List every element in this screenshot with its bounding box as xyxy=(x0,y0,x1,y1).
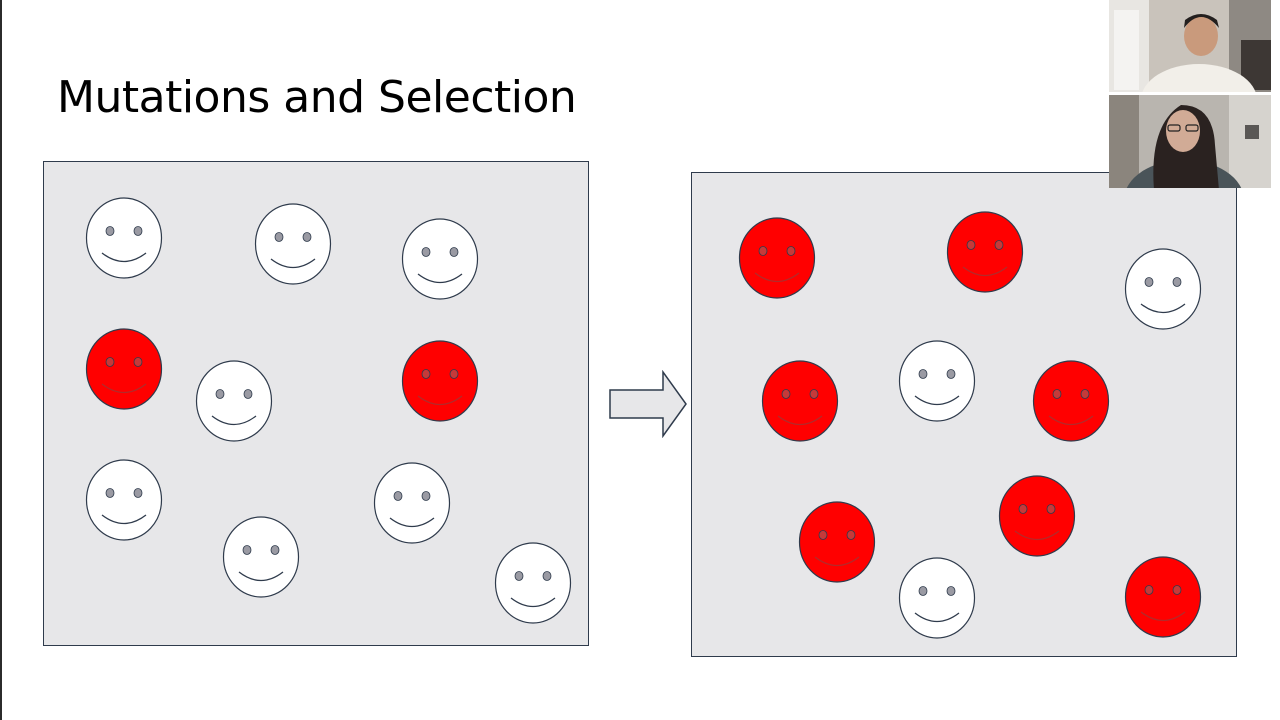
smiley-face-icon xyxy=(195,360,273,442)
smiley-face-icon xyxy=(85,197,163,279)
slide-left-edge xyxy=(0,0,2,720)
smiley-face-icon xyxy=(761,360,839,442)
smiley-face-icon xyxy=(401,340,479,422)
video-participant-1[interactable] xyxy=(1109,0,1271,92)
smiley-face-icon xyxy=(798,501,876,583)
population-after-panel xyxy=(691,172,1237,657)
smiley-face-icon xyxy=(401,218,479,300)
smiley-face-icon xyxy=(494,542,572,624)
participant-2-video-frame xyxy=(1109,95,1271,188)
smiley-face-icon xyxy=(898,340,976,422)
right-arrow-icon xyxy=(609,370,687,438)
smiley-face-icon xyxy=(898,557,976,639)
slide-title: Mutations and Selection xyxy=(57,72,577,123)
smiley-face-icon xyxy=(1124,556,1202,638)
smiley-face-icon xyxy=(373,462,451,544)
smiley-face-icon xyxy=(1124,248,1202,330)
participant-1-video-frame xyxy=(1109,0,1271,92)
population-after-faces xyxy=(738,211,1202,639)
smiley-face-icon xyxy=(85,459,163,541)
smiley-face-icon xyxy=(222,516,300,598)
smiley-face-icon xyxy=(1032,360,1110,442)
smiley-face-icon xyxy=(998,475,1076,557)
smiley-face-icon xyxy=(738,217,816,299)
video-participant-2[interactable] xyxy=(1109,95,1271,188)
smiley-face-icon xyxy=(946,211,1024,293)
smiley-face-icon xyxy=(254,203,332,285)
smiley-face-icon xyxy=(85,328,163,410)
population-before-faces xyxy=(85,197,572,624)
population-before-panel xyxy=(43,161,589,646)
